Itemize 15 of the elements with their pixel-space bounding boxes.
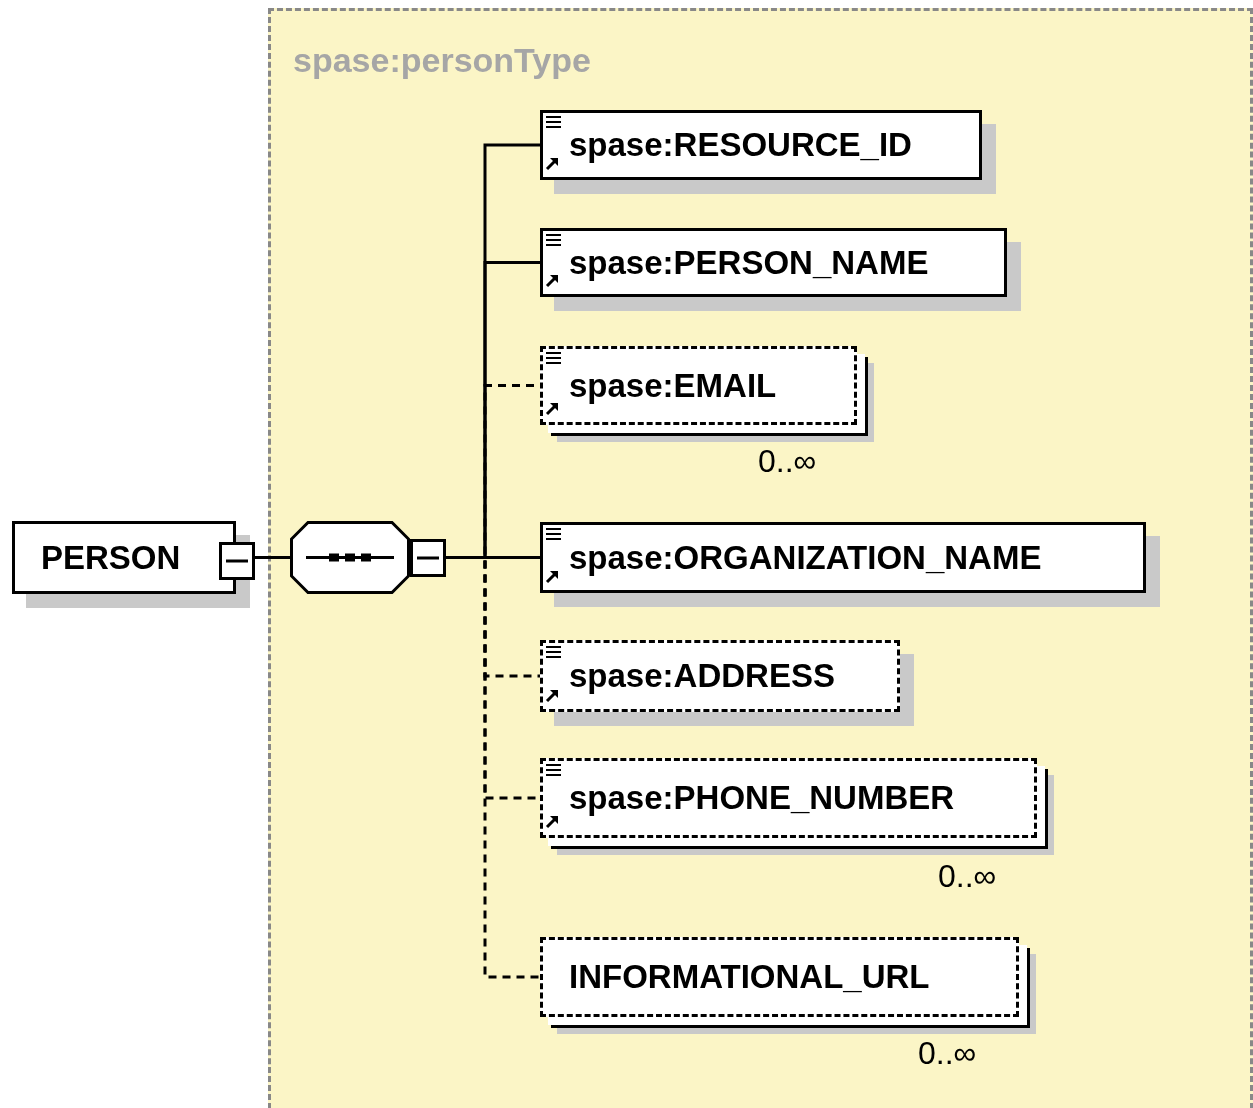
type-name: spase:personType <box>293 41 591 80</box>
element-name: PERSON <box>41 538 181 577</box>
element-name: spase:RESOURCE_ID <box>569 126 912 164</box>
type-container <box>268 8 1253 1108</box>
element-name: spase:ORGANIZATION_NAME <box>569 538 1042 577</box>
connector-line <box>252 556 290 559</box>
element-name: INFORMATIONAL_URL <box>569 958 930 996</box>
occurrence-label: 0..∞ <box>918 1035 977 1072</box>
element-name: spase:PHONE_NUMBER <box>569 779 955 817</box>
element-name: spase:PERSON_NAME <box>569 243 929 282</box>
occurrence-label: 0..∞ <box>758 443 817 480</box>
element-name: spase:EMAIL <box>569 366 777 405</box>
connector-line <box>446 556 540 559</box>
occurrence-label: 0..∞ <box>938 858 997 895</box>
element-name: spase:ADDRESS <box>569 657 835 695</box>
